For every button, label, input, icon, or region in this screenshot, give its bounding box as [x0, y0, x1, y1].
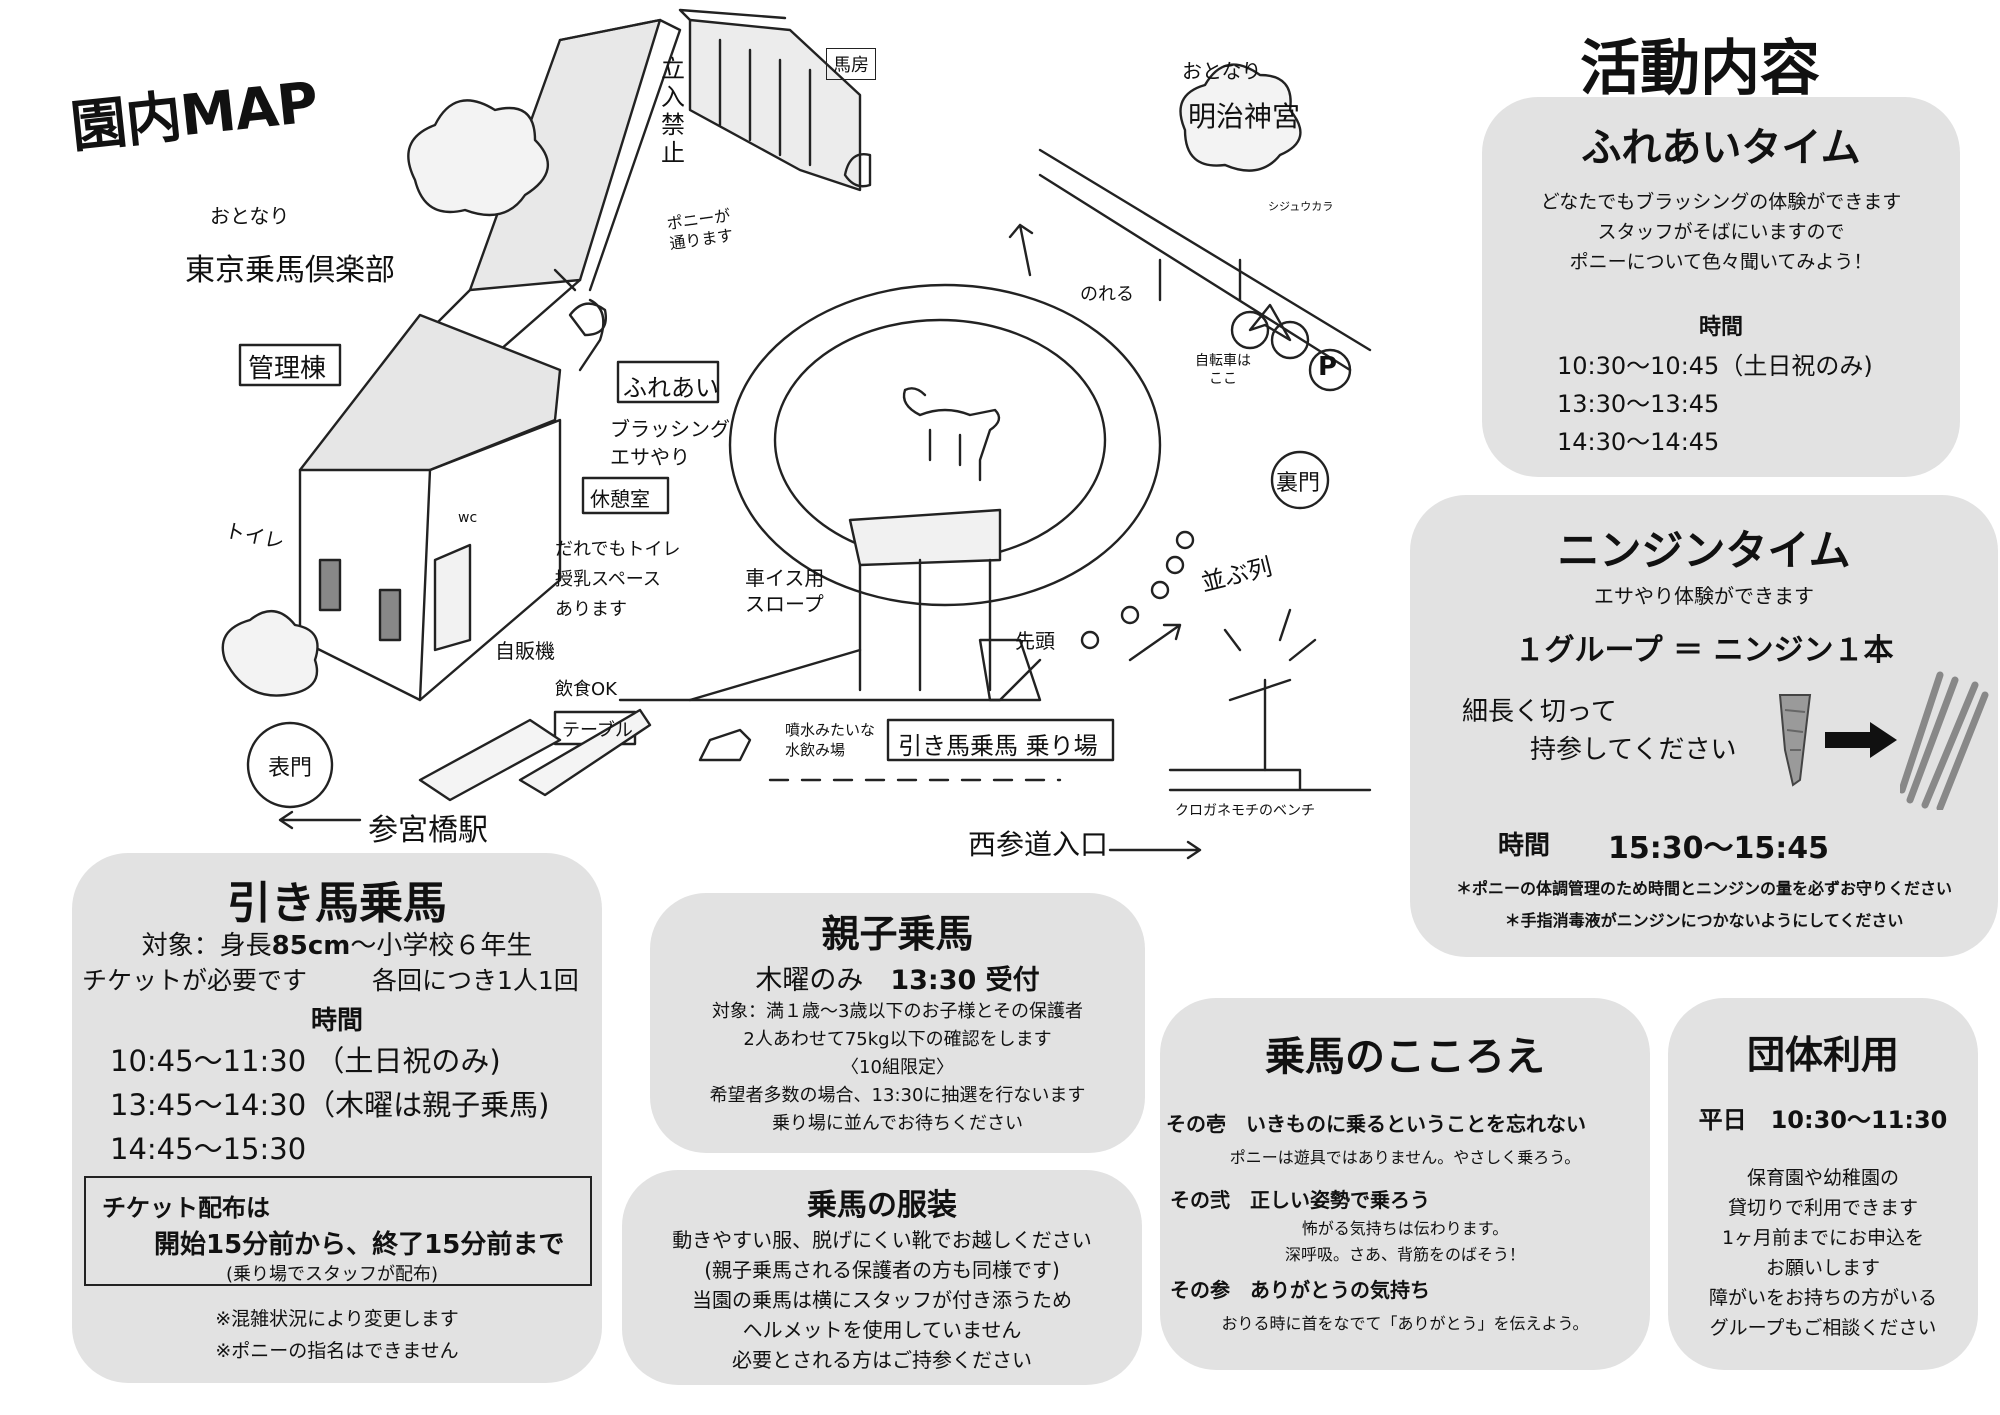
kokoroe-item-3: その参 ありがとうの気持ち	[1170, 1278, 1430, 1302]
ticket-dist-sub: (乗り場でスタッフが配布)	[226, 1264, 439, 1285]
hikiuma-ticket: チケットが必要です	[82, 966, 308, 995]
hikiuma-panel: 引き馬乗馬 対象：身長85cm〜小学校６年生 チケットが必要です 各回につき1人…	[72, 853, 602, 1383]
map-label-fountain: 噴水みたいな水飲み場	[785, 721, 876, 759]
map-label-head: 先頭	[1015, 629, 1055, 653]
map-label-neighbor1-pre: おとなり	[210, 204, 290, 228]
map-label-bird: シジュウカラ	[1268, 200, 1334, 213]
map-label-nobiro: のれる	[1080, 284, 1134, 305]
map-label-west-entrance: 西参道入口	[968, 828, 1109, 861]
ticket-distribution-box: チケット配布は 開始15分前から、終了15分前まで (乗り場でスタッフが配布)	[84, 1176, 592, 1286]
map-label-back-gate: 裏門	[1276, 471, 1321, 496]
map-label-rest: 休憩室	[590, 487, 650, 511]
carrot-time-panel: ニンジンタイム エサやり体験ができます １グループ ＝ ニンジン１本 細長く切っ…	[1410, 495, 1998, 957]
map-label-riding-spot: 引き馬乗馬 乗り場	[898, 732, 1098, 760]
ticket-dist-main: 開始15分前から、終了15分前まで	[154, 1230, 565, 1260]
ticket-dist-title: チケット配布は	[102, 1194, 270, 1222]
park-map	[221, 8, 1372, 860]
kokoroe-item-1-sub: ポニーは遊具ではありません。やさしく乗ろう。	[1229, 1148, 1581, 1167]
hikiuma-notes: ※混雑状況により変更します※ポニーの指名はできません	[215, 1308, 459, 1362]
group-weekday-time: 平日 10:30〜11:30	[1698, 1106, 1948, 1134]
map-label-station: 参宮橋駅	[368, 813, 488, 848]
map-label-wc: wc	[458, 510, 478, 526]
map-label-admin: 管理棟	[248, 354, 327, 384]
map-label-slope: 車イス用スロープ	[745, 566, 825, 616]
activity-title: 活動内容	[1580, 34, 1820, 104]
carrot-time-notes: ＊ポニーの体調管理のため時間とニンジンの量を必ずお守りください＊手指消毒液がニン…	[1455, 879, 1952, 930]
fureai-time-panel: ふれあいタイム どなたでもブラッシングの体験ができますスタッフがそばにいますので…	[1482, 97, 1960, 477]
oyako-accept: 木曜のみ 13:30 受付	[755, 965, 1040, 996]
map-label-rest-sub: だれでもトイレ授乳スペースあります	[555, 539, 681, 620]
carrot-time-label: 時間	[1498, 831, 1551, 861]
map-label-vending: 自販機	[495, 639, 555, 663]
kokoroe-item-2-sub: 怖がる気持ちは伝わります。深呼吸。さあ、背筋をのばそう！	[1284, 1219, 1525, 1264]
map-label-neighbor2-pre: おとなり	[1182, 59, 1262, 83]
map-label-bench: クロガネモチのベンチ	[1175, 803, 1315, 819]
arrow-right-icon	[1825, 722, 1897, 758]
map-label-neighbor2: 明治神宮	[1188, 100, 1301, 133]
kokoroe-item-2: その弐 正しい姿勢で乗ろう	[1170, 1188, 1430, 1212]
hikiuma-target: 対象：身長85cm〜小学校６年生	[141, 931, 533, 961]
carrot-sticks-icon	[1900, 671, 1989, 810]
hikiuma-time-list: 10:45〜11:30 （土日祝のみ)13:45〜14:30（木曜は親子乗馬)1…	[110, 1044, 550, 1166]
clothing-panel: 乗馬の服装 動きやすい服、脱げにくい靴でお越しください(親子乗馬される保護者の方…	[622, 1170, 1142, 1385]
kokoroe-item-1: その壱 いきものに乗るということを忘れない	[1166, 1112, 1586, 1136]
map-label-fureai-sub: ブラッシングエサやり	[610, 417, 730, 469]
kokoroe-item-3-sub: おりる時に首をなでて「ありがとう」を伝えよう。	[1221, 1314, 1589, 1333]
map-label-bicycle: 自転車はここ	[1195, 353, 1251, 387]
carrot-time-cut-note: 細長く切って持参してください	[1462, 697, 1737, 765]
map-label-table: テーブル	[562, 720, 633, 741]
map-label-no-entry: 立入 禁止	[661, 55, 685, 167]
parking-icon: P	[1318, 352, 1338, 382]
hikiuma-title: 引き馬乗馬	[227, 878, 447, 929]
hikiuma-time-label: 時間	[310, 1006, 363, 1036]
carrot-icon	[1778, 694, 1812, 787]
clothing-title: 乗馬の服装	[807, 1188, 957, 1223]
kokoroe-title: 乗馬のこころえ	[1265, 1034, 1545, 1080]
fureai-time-label: 時間	[1698, 315, 1743, 340]
map-label-front-gate: 表門	[268, 756, 313, 781]
carrot-time-title: ニンジンタイム	[1557, 526, 1851, 575]
fureai-time-desc: どなたでもブラッシングの体験ができますスタッフがそばにいますのでポニーについて色…	[1540, 191, 1902, 273]
kokoroe-panel: 乗馬のこころえ その壱 いきものに乗るということを忘れない ポニーは遊具ではあり…	[1160, 998, 1650, 1370]
carrot-time-rule: １グループ ＝ ニンジン１本	[1514, 633, 1894, 668]
carrot-time-value: 15:30〜15:45	[1608, 831, 1829, 866]
map-label-fureai: ふれあい	[623, 374, 719, 402]
map-label-eating: 飲食OK	[555, 679, 617, 700]
map-label-neighbor1: 東京乗馬倶楽部	[185, 253, 395, 288]
clothing-lines: 動きやすい服、脱げにくい靴でお越しください(親子乗馬される保護者の方も同様です)…	[672, 1228, 1092, 1372]
oyako-panel: 親子乗馬 木曜のみ 13:30 受付 対象：満１歳〜3歳以下のお子様とその保護者…	[650, 893, 1145, 1153]
group-title: 団体利用	[1746, 1033, 1899, 1077]
oyako-title: 親子乗馬	[821, 912, 974, 956]
map-label-stable: 馬房	[826, 48, 876, 80]
carrot-time-desc: エサやり体験ができます	[1594, 584, 1814, 608]
hikiuma-per: 各回につき1人1回	[372, 966, 579, 995]
fureai-time-title: ふれあいタイム	[1581, 125, 1861, 171]
